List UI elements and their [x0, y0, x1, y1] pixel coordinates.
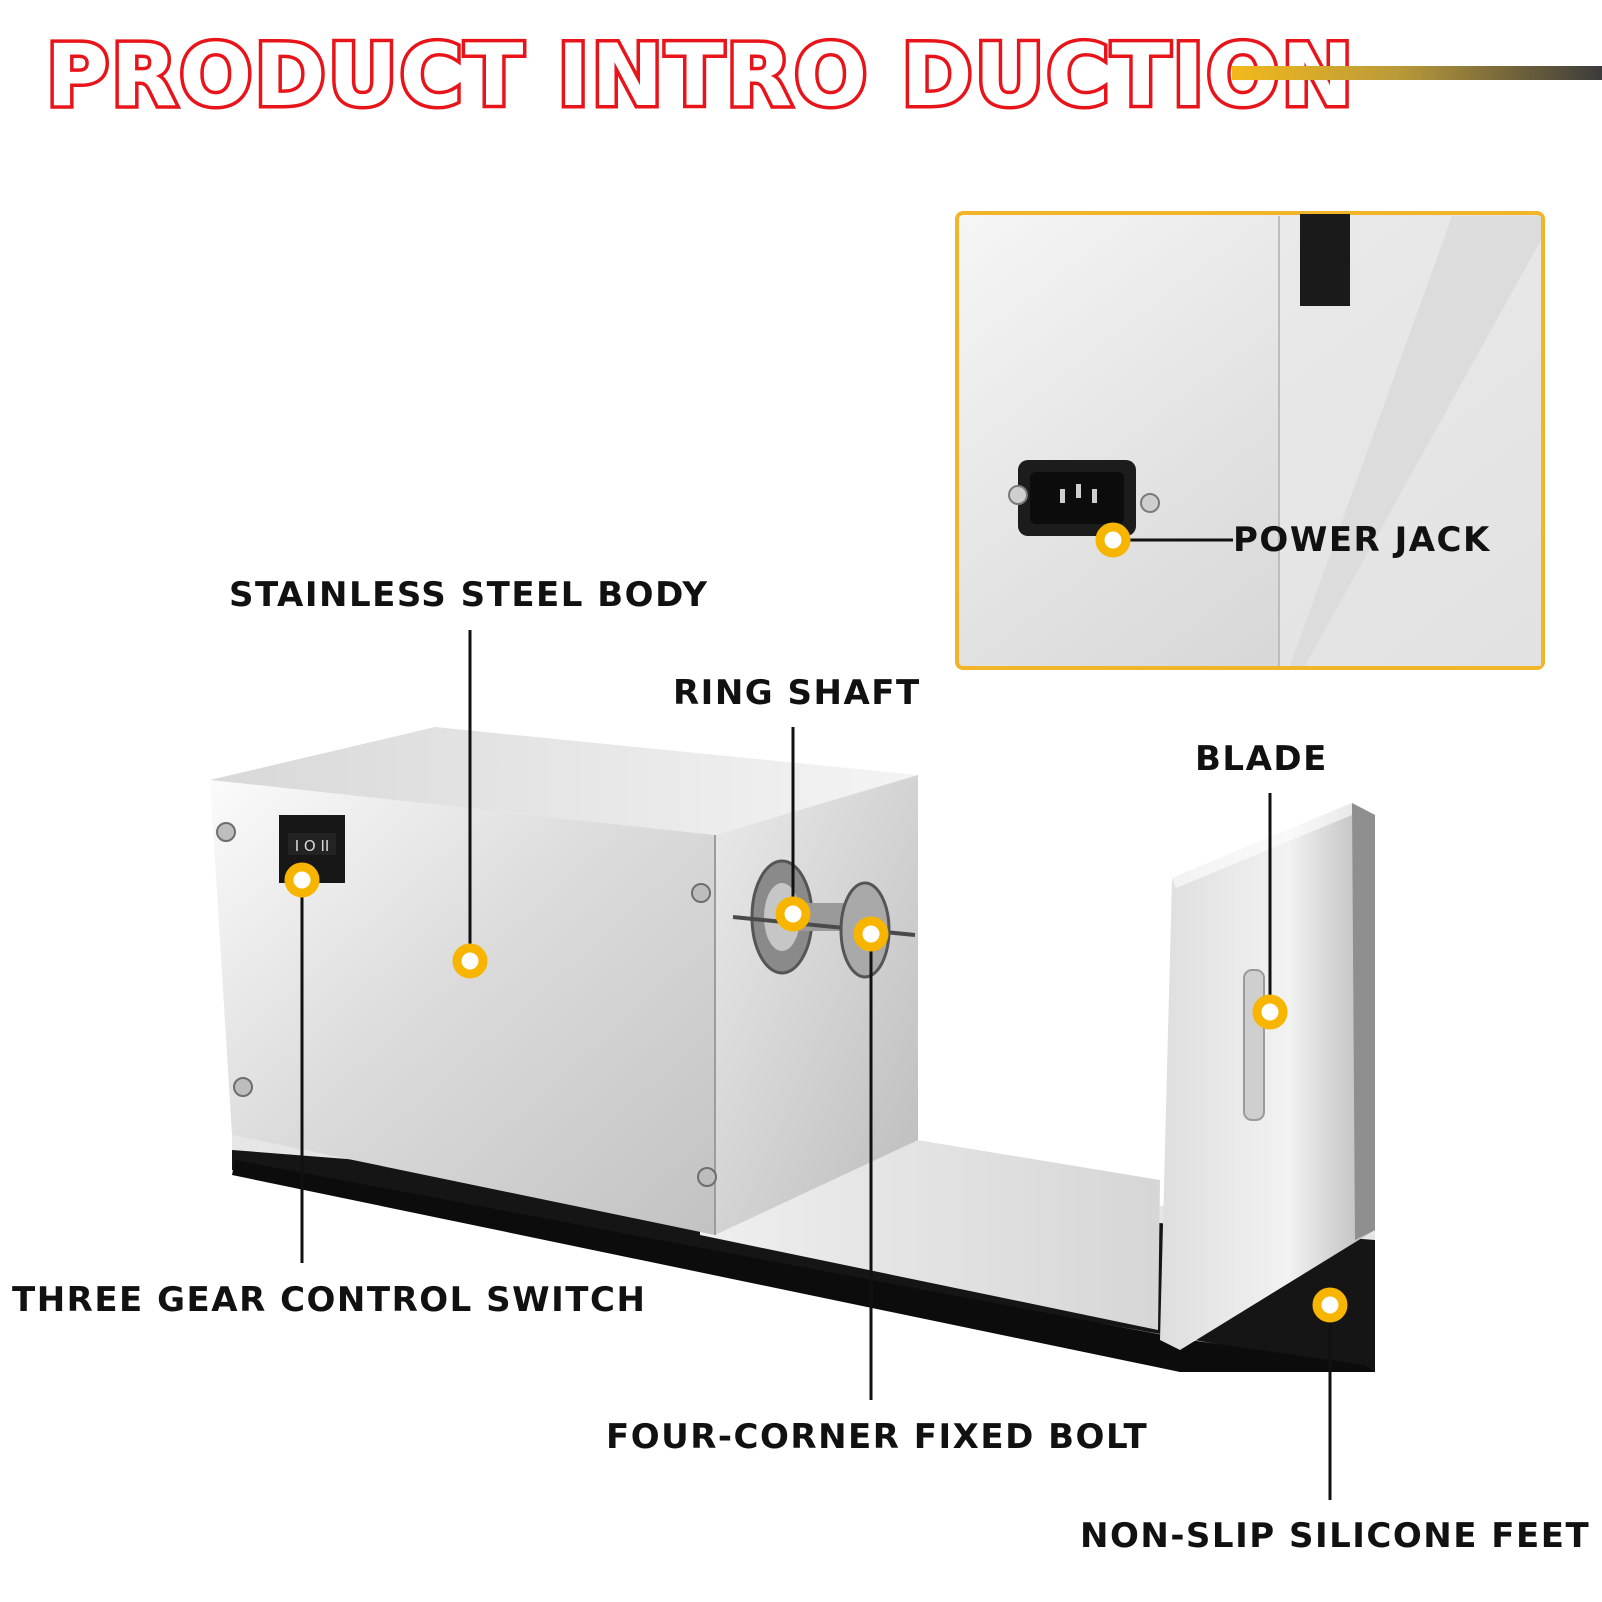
- switch-marking: I O II: [295, 837, 330, 855]
- label-ring-shaft: RING SHAFT: [673, 673, 921, 713]
- page-title: PRODUCT INTRO DUCTION: [42, 23, 1356, 130]
- label-power-jack: POWER JACK: [1233, 520, 1491, 560]
- marker-four-corner-bolt: [853, 916, 889, 952]
- blade-slot-icon: [1243, 969, 1265, 1121]
- marker-non-slip-feet: [1312, 1287, 1348, 1323]
- marker-three-gear-switch: [284, 862, 320, 898]
- screw-icon: [1140, 493, 1160, 513]
- screw-icon: [697, 1167, 717, 1187]
- marker-power-jack: [1095, 522, 1131, 558]
- title-accent-rule: [1232, 66, 1602, 80]
- screw-icon: [216, 822, 236, 842]
- label-three-gear-control-switch: THREE GEAR CONTROL SWITCH: [12, 1280, 647, 1320]
- callout-markers: [284, 522, 1348, 1323]
- leader-lines: [300, 538, 1332, 1500]
- marker-blade: [1252, 994, 1288, 1030]
- label-stainless-steel-body: STAINLESS STEEL BODY: [229, 575, 709, 615]
- label-four-corner-fixed-bolt: FOUR-CORNER FIXED BOLT: [606, 1417, 1149, 1457]
- marker-ring-shaft: [775, 896, 811, 932]
- inset-switch-icon: [1300, 214, 1350, 306]
- label-non-slip-silicone-feet: NON-SLIP SILICONE FEET: [1080, 1516, 1591, 1556]
- marker-stainless-steel-body: [452, 943, 488, 979]
- screw-icon: [691, 883, 711, 903]
- screw-icon: [233, 1077, 253, 1097]
- label-blade: BLADE: [1195, 739, 1328, 779]
- power-jack-inset: [955, 211, 1545, 670]
- screw-icon: [1008, 485, 1028, 505]
- blade-wall: [1160, 803, 1375, 1350]
